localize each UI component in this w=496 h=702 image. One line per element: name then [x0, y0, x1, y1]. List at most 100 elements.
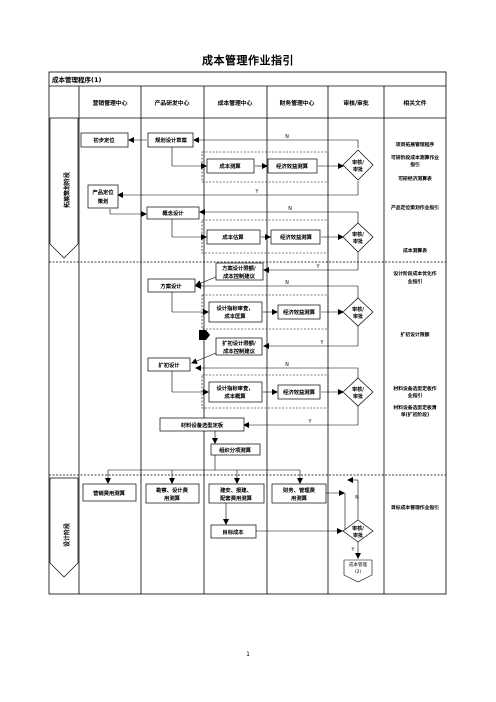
- box-econ-benefit-2: [270, 229, 321, 245]
- approval-diamond-3: [342, 297, 374, 327]
- approval-diamond-3-label-2: 审批: [353, 313, 363, 320]
- related-file-13: 单(扩初阶段): [401, 411, 429, 418]
- approval-diamond-2: [342, 222, 374, 253]
- flow-label-y-4: Y: [308, 419, 312, 425]
- box-survey-design-cost: [145, 483, 200, 504]
- box-scheme-design: [147, 278, 196, 293]
- box-construction-cost-label-2: 配套费用测算: [220, 494, 252, 502]
- box-cost-estimate-1-label: 成本测算: [219, 162, 241, 170]
- box-survey-design-cost-label-1: 勘察、设计费: [156, 486, 188, 494]
- box-scheme-design-label: 方案设计: [160, 282, 182, 290]
- approval-diamond-4-label-1: 审核/: [352, 386, 364, 393]
- column-header-marketing: 营销管理中心: [93, 99, 128, 107]
- connector-off-page-2-label-2: (2): [355, 569, 362, 575]
- flow-label-n-1: N: [285, 134, 289, 140]
- box-expand-limit-suggest-label-1: 扩初设计限额/: [222, 339, 256, 347]
- phase-expansion: 拓展策划阶段: [49, 117, 79, 259]
- box-scheme-limit-suggest-label-2: 成本控制建议: [223, 272, 255, 280]
- related-file-2: 可研阶段成本测算作业: [391, 154, 439, 161]
- approval-diamond-5: [342, 519, 374, 543]
- column-header-approval: 审核/审批: [343, 99, 369, 107]
- related-file-14: 目标成本管理作业指引: [391, 504, 439, 511]
- box-survey-design-cost-label-2: 用测算: [163, 494, 181, 502]
- box-expand-design: [147, 357, 191, 372]
- related-file-6: 成本测算表: [403, 247, 427, 254]
- box-org-division-estimate-label: 组织分项测算: [219, 446, 251, 454]
- box-initial-positioning-label: 初步定位: [93, 136, 115, 144]
- box-econ-benefit-4: [277, 384, 321, 400]
- approval-diamond-5-label-1: 审核/: [352, 525, 364, 532]
- approval-diamond-3-label-1: 审核/: [352, 306, 364, 313]
- box-cost-estimation: [206, 229, 261, 245]
- flow-label-n-3: N: [285, 280, 289, 286]
- box-material-selection: [159, 417, 245, 432]
- box-finance-mgmt-cost: [271, 483, 327, 504]
- connector-off-page-2: 成本管理 (2): [343, 559, 373, 583]
- column-header-finance: 财务管理中心: [279, 99, 315, 107]
- related-file-8: 业指引: [408, 278, 423, 285]
- related-file-5: 产品定位策划作业指引: [391, 204, 439, 211]
- box-concept-design: [146, 206, 200, 220]
- phase-design: 设计阶段: [49, 477, 79, 578]
- related-file-3: 指引: [410, 161, 420, 168]
- flow-label-n-5: N: [355, 495, 359, 501]
- box-design-index-review-1-label-2: 成本匡算: [224, 312, 246, 320]
- box-concept-design-label: 概念设计: [162, 209, 184, 217]
- box-finance-mgmt-cost-label-1: 财务、管理费: [282, 486, 315, 494]
- flow-label-y-2: Y: [316, 264, 320, 270]
- related-file-4: 可研经济测算表: [398, 175, 432, 182]
- flow-label-y-3: Y: [320, 340, 324, 346]
- column-header-product-rd: 产品研发中心: [155, 99, 190, 107]
- box-cost-estimate-1: [206, 158, 255, 174]
- box-econ-benefit-3-label: 经济效益测算: [283, 308, 315, 316]
- connector-off-page-2-label-1: 成本管理: [349, 561, 367, 568]
- box-material-selection-label: 材料设备选型定板: [180, 421, 224, 429]
- flow-label-y-1: Y: [255, 189, 259, 195]
- box-product-positioning: [87, 184, 119, 209]
- related-file-10: 材料设备选型定板作: [392, 385, 436, 392]
- box-design-index-review-1-label-1: 设计指标审查，: [216, 304, 253, 312]
- box-design-index-review-2-label-2: 成本概算: [224, 392, 246, 400]
- phase-label-design: 设计阶段: [63, 523, 71, 547]
- box-planning-design-scheme-label: 规划设计草案: [155, 136, 187, 144]
- flow-label-n-2: N: [288, 206, 292, 212]
- box-finance-mgmt-cost-label-2: 用测算: [290, 494, 308, 502]
- table-frame: [48, 71, 447, 595]
- related-file-11: 业指引: [408, 392, 423, 399]
- column-header-cost-mgmt: 成本管理中心: [218, 99, 253, 107]
- box-econ-benefit-3: [277, 304, 321, 320]
- related-file-9: 扩初设计限额: [401, 331, 430, 338]
- approval-diamond-1-label-1: 审核/: [352, 159, 364, 166]
- box-econ-benefit-1: [267, 158, 318, 174]
- box-expand-design-label: 扩初设计: [158, 361, 180, 369]
- approval-diamond-2-label-2: 审批: [353, 238, 363, 245]
- box-econ-benefit-1-label: 经济效益测算: [276, 162, 308, 170]
- column-header-related-files: 相关文件: [403, 99, 426, 107]
- box-scheme-limit-suggest-label-1: 方案设计限额/: [222, 264, 256, 272]
- box-design-index-review-1: [208, 301, 263, 323]
- phase-label-expansion: 拓展策划阶段: [63, 172, 71, 208]
- related-file-1: 项目拓展管理程序: [396, 141, 435, 148]
- table-header-title: 成本管理程序(1): [52, 75, 101, 84]
- box-expand-limit-suggest-label-2: 成本控制建议: [223, 347, 255, 355]
- approval-diamond-4: [342, 377, 374, 407]
- approval-diamond-5-label-2: 审批: [353, 532, 363, 539]
- box-planning-design-scheme: [147, 132, 194, 148]
- page-number: 1: [246, 651, 250, 658]
- flow-label-y-5: Y: [351, 547, 355, 553]
- box-construction-cost-label-1: 建安、报建、: [219, 486, 252, 494]
- approval-diamond-4-label-2: 审批: [353, 393, 363, 400]
- box-marketing-cost: [82, 483, 137, 502]
- related-file-12: 材料设备选型定板清: [392, 404, 436, 411]
- box-design-index-review-2: [208, 381, 263, 403]
- box-econ-benefit-4-label: 经济效益测算: [283, 388, 315, 396]
- approval-diamond-1: [342, 149, 374, 181]
- box-target-cost-label: 目标成本: [222, 528, 244, 536]
- box-product-positioning-label-1: 产品定位: [92, 188, 114, 196]
- related-file-7: 设计阶段成本优化作: [393, 270, 436, 277]
- box-marketing-cost-label: 营销费用测算: [93, 489, 125, 497]
- box-product-positioning-label-2: 策划: [98, 197, 109, 205]
- box-target-cost: [210, 524, 257, 539]
- box-initial-positioning: [80, 132, 129, 148]
